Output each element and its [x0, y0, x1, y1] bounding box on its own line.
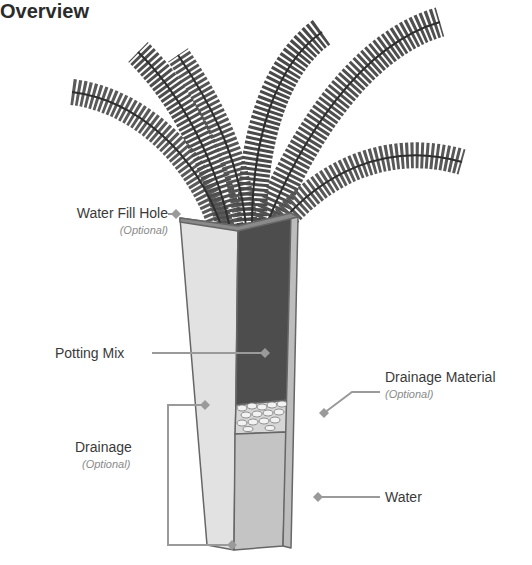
planter-pot: [180, 213, 298, 550]
callout-label: (Optional): [120, 224, 168, 236]
potting-mix-fill: [236, 213, 291, 405]
pot-right-wall: [283, 213, 298, 548]
callout-label: Water: [385, 490, 422, 505]
fern-fronds: [72, 22, 462, 228]
callout-label: Water Fill Hole: [77, 206, 168, 221]
pot-left-wall: [180, 218, 238, 550]
water-fill: [234, 432, 287, 550]
pebbles: [237, 401, 287, 432]
diagram-title: Overview: [0, 0, 89, 22]
callout-label: Drainage Material: [385, 370, 496, 385]
callout-label: Drainage: [75, 440, 132, 455]
pot-rim: [180, 213, 298, 231]
callout-label: (Optional): [385, 388, 433, 400]
leader-lines: [152, 214, 380, 545]
leader-diamonds: [171, 209, 329, 550]
callout-label: Potting Mix: [55, 346, 124, 361]
callout-label: (Optional): [82, 458, 130, 470]
drainage-layer: [235, 400, 289, 434]
